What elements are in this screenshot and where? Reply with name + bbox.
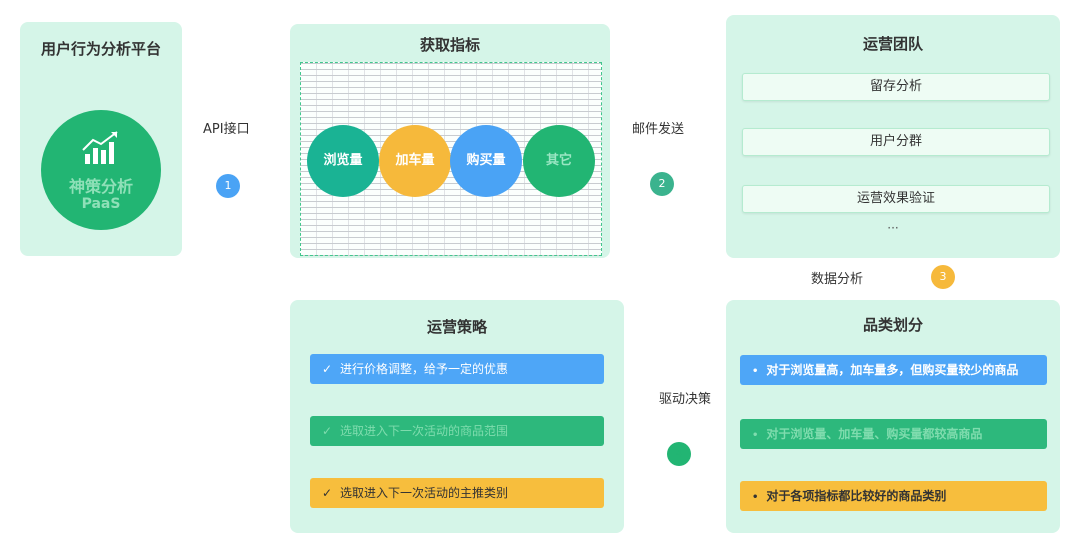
step-2-badge: 2	[650, 172, 674, 196]
strategy-text: 选取进入下一次活动的商品范围	[340, 424, 509, 438]
acquire-title: 获取指标	[419, 36, 480, 54]
metric-other: 其它	[523, 125, 595, 197]
step-1-badge: 1	[216, 174, 240, 198]
step-3-badge: 3	[931, 265, 955, 289]
strategy-text: 选取进入下一次活动的主推类别	[340, 486, 509, 500]
bullet-icon: •	[752, 430, 759, 441]
ops-item-segmentation: 用户分群	[742, 128, 1050, 156]
bullet-icon: •	[752, 366, 759, 377]
check-icon: ✓	[322, 362, 333, 376]
platform-title: 用户行为分析平台	[40, 40, 161, 58]
ops-item-retention: 留存分析	[742, 73, 1050, 101]
strategy-title: 运营策略	[426, 318, 487, 336]
ops-ellipsis: ···	[887, 221, 899, 235]
category-item-3: • 对于各项指标都比较好的商品类别	[740, 481, 1047, 511]
brand-sub: PaaS	[81, 196, 121, 212]
api-label: API接口	[203, 122, 250, 137]
step-4-badge: 4	[667, 442, 691, 466]
check-icon: ✓	[322, 486, 333, 500]
category-title: 品类划分	[862, 316, 923, 334]
check-icon: ✓	[322, 424, 333, 438]
drive-label: 驱动决策	[659, 392, 712, 407]
strategy-text: 进行价格调整，给予一定的优惠	[340, 362, 509, 376]
metric-cart: 加车量	[379, 125, 451, 197]
category-item-2: • 对于浏览量、加车量、购买量都较高商品	[740, 419, 1047, 449]
metric-purchase: 购买量	[450, 125, 522, 197]
bullet-icon: •	[752, 492, 759, 503]
strategy-item-category: ✓ 选取进入下一次活动的主推类别	[310, 478, 604, 508]
ops-team-title: 运营团队	[862, 35, 923, 53]
platform-panel: 用户行为分析平台 神策分析 PaaS	[20, 22, 182, 256]
acquire-panel: 获取指标 浏览量 加车量 购买量 其它	[290, 24, 610, 258]
category-text: 对于各项指标都比较好的商品类别	[766, 489, 947, 503]
category-text: 对于浏览量高，加车量多，但购买量较少的商品	[766, 363, 1019, 377]
brand-circle: 神策分析 PaaS	[41, 110, 161, 230]
chart-growth-icon	[82, 131, 118, 164]
ops-item-effect: 运营效果验证	[742, 185, 1050, 213]
spreadsheet-image	[300, 62, 602, 256]
category-text: 对于浏览量、加车量、购买量都较高商品	[766, 427, 983, 441]
strategy-panel: 运营策略 ✓ 进行价格调整，给予一定的优惠 ✓ 选取进入下一次活动的商品范围 ✓ 选取…	[290, 300, 624, 533]
category-item-1: • 对于浏览量高，加车量多，但购买量较少的商品	[740, 355, 1047, 385]
strategy-item-range: ✓ 选取进入下一次活动的商品范围	[310, 416, 604, 446]
mail-label: 邮件发送	[632, 122, 685, 137]
category-panel: 品类划分 • 对于浏览量高，加车量多，但购买量较少的商品 • 对于浏览量、加车量、购…	[726, 300, 1060, 533]
strategy-item-price: ✓ 进行价格调整，给予一定的优惠	[310, 354, 604, 384]
metric-views: 浏览量	[307, 125, 379, 197]
analysis-label: 数据分析	[811, 272, 864, 287]
brand-name: 神策分析	[68, 177, 133, 196]
ops-team-panel: 运营团队 留存分析 用户分群 运营效果验证 ···	[726, 15, 1060, 258]
